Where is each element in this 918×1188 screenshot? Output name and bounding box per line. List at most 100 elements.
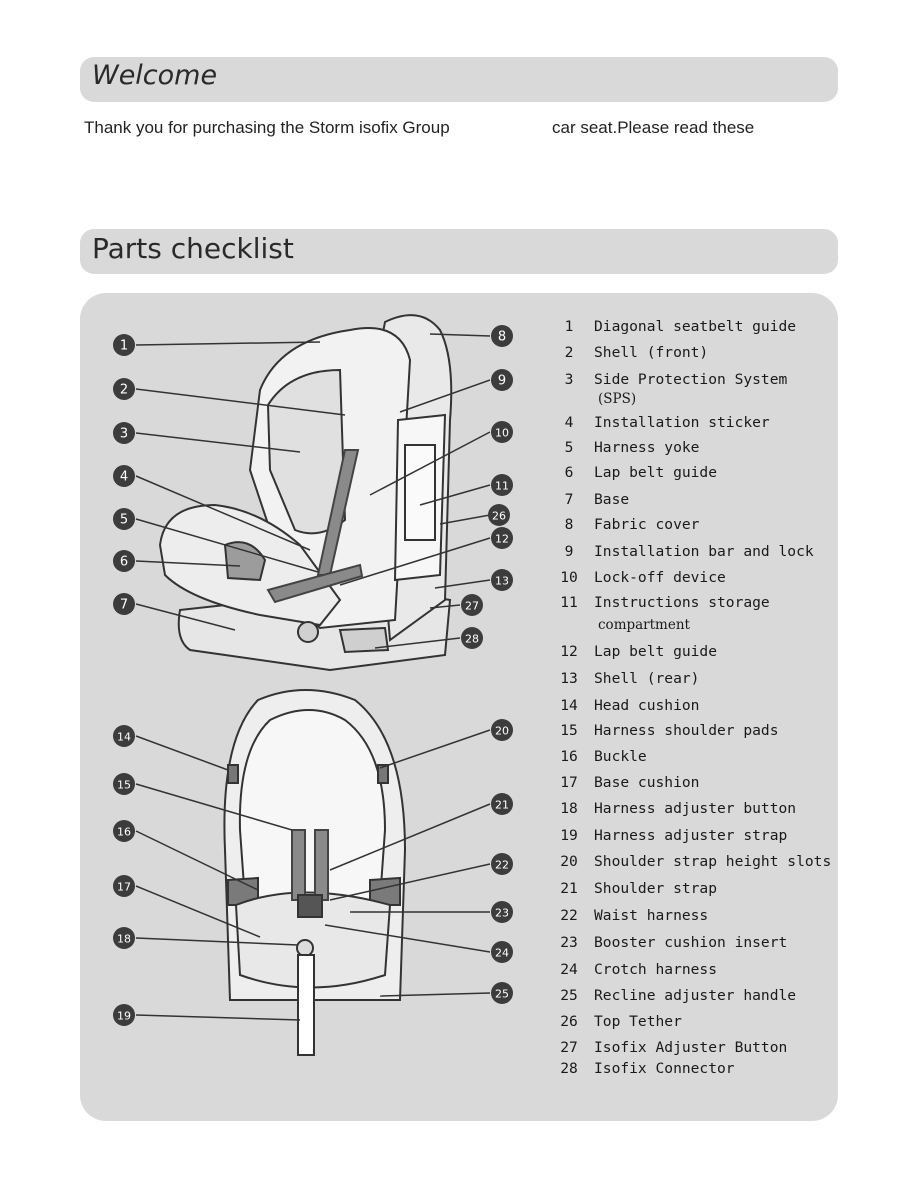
callout-circle	[113, 820, 135, 842]
callout-circle	[113, 550, 135, 572]
part-label: Base	[594, 491, 630, 508]
callout-circle	[491, 527, 513, 549]
callout-number: 21	[495, 799, 509, 812]
callout-number: 1	[120, 339, 128, 354]
parts-panel	[80, 293, 838, 1121]
callout-circle	[113, 508, 135, 530]
callout-number: 4	[120, 470, 128, 485]
callout-number: 28	[465, 633, 479, 646]
callout-circle	[113, 1004, 135, 1026]
callout-number: 17	[117, 881, 131, 894]
callout-badge: 25	[491, 982, 513, 1004]
part-label: Top Tether	[594, 1013, 682, 1030]
callout-number: 15	[117, 779, 131, 792]
callout-badge: 16	[113, 820, 135, 842]
callout-badge: 10	[491, 421, 513, 443]
callout-circle	[113, 725, 135, 747]
intro-text: Thank you for purchasing the Storm isofi…	[84, 118, 754, 138]
callout-badge: 7	[113, 593, 135, 615]
callout-badge: 9	[491, 369, 513, 391]
part-label: compartment	[598, 617, 690, 633]
callout-badge: 27	[461, 594, 483, 616]
callout-number: 22	[495, 859, 509, 872]
callout-badge: 19	[113, 1004, 135, 1026]
callout-number: 2	[120, 383, 128, 398]
front-view-seat	[223, 689, 407, 1056]
part-number: 10	[560, 569, 578, 586]
callout-circle	[113, 593, 135, 615]
callout-number: 9	[498, 374, 506, 389]
callout-circle	[113, 875, 135, 897]
part-label: Buckle	[594, 748, 647, 765]
callout-circle	[491, 421, 513, 443]
callout-circle	[491, 982, 513, 1004]
part-label: Recline adjuster handle	[594, 987, 797, 1004]
callout-circle	[491, 853, 513, 875]
intro-text-part1: Thank you for purchasing the Storm isofi…	[84, 118, 450, 137]
welcome-title: Welcome	[92, 60, 218, 91]
callout-number: 8	[498, 330, 506, 345]
callout-badge: 17	[113, 875, 135, 897]
part-number: 19	[560, 827, 578, 844]
callout-badge: 24	[491, 941, 513, 963]
part-number: 17	[560, 774, 578, 791]
callout-circle	[491, 569, 513, 591]
callout-circle	[461, 627, 483, 649]
part-label: (SPS)	[598, 391, 637, 407]
callout-badge: 23	[491, 901, 513, 923]
callout-number: 3	[120, 427, 128, 442]
part-label: Isofix Connector	[594, 1060, 735, 1077]
callout-number: 7	[120, 598, 128, 613]
part-number: 5	[564, 439, 574, 456]
callout-number: 24	[495, 947, 509, 960]
callout-badge: 12	[491, 527, 513, 549]
part-number: 2	[564, 344, 574, 361]
part-number: 27	[560, 1039, 578, 1056]
callout-badge: 2	[113, 378, 135, 400]
callout-badge: 15	[113, 773, 135, 795]
callout-circle	[491, 369, 513, 391]
callout-badge: 22	[491, 853, 513, 875]
callout-badge: 14	[113, 725, 135, 747]
callout-badge: 18	[113, 927, 135, 949]
part-label: Booster cushion insert	[594, 934, 788, 951]
callout-circle	[461, 594, 483, 616]
callout-badge: 5	[113, 508, 135, 530]
callout-badges: 1234567891011261213272814151617181920212…	[113, 325, 513, 1026]
callout-circle	[113, 465, 135, 487]
callout-number: 14	[117, 731, 131, 744]
part-label: Lap belt guide	[594, 643, 718, 660]
part-label: Shoulder strap height slots	[594, 853, 832, 870]
side-view-seat	[158, 314, 453, 672]
callout-badge: 20	[491, 719, 513, 741]
part-number: 4	[564, 414, 574, 431]
callout-badge: 21	[491, 793, 513, 815]
part-label: Installation sticker	[594, 414, 770, 431]
callout-number: 5	[120, 513, 128, 528]
part-number: 21	[560, 880, 578, 897]
part-label: Harness shoulder pads	[594, 722, 779, 739]
callout-badge: 1	[113, 334, 135, 356]
part-number: 24	[560, 961, 578, 978]
part-label: Fabric cover	[594, 516, 700, 533]
callout-number: 26	[492, 510, 506, 523]
callout-circle	[491, 941, 513, 963]
callout-number: 27	[465, 600, 479, 613]
callout-badge: 13	[491, 569, 513, 591]
part-number: 15	[560, 722, 578, 739]
callout-number: 16	[117, 826, 131, 839]
part-number: 9	[564, 543, 574, 560]
part-number: 26	[560, 1013, 578, 1030]
part-label: Waist harness	[594, 907, 709, 924]
callout-number: 12	[495, 533, 509, 546]
part-number: 7	[564, 491, 574, 508]
callout-badge: 8	[491, 325, 513, 347]
part-number: 12	[560, 643, 578, 660]
callout-number: 19	[117, 1010, 131, 1023]
part-label: Harness adjuster button	[594, 800, 797, 817]
callout-badge: 6	[113, 550, 135, 572]
callout-circle	[491, 325, 513, 347]
part-number: 11	[560, 594, 578, 611]
callout-circle	[488, 504, 510, 526]
